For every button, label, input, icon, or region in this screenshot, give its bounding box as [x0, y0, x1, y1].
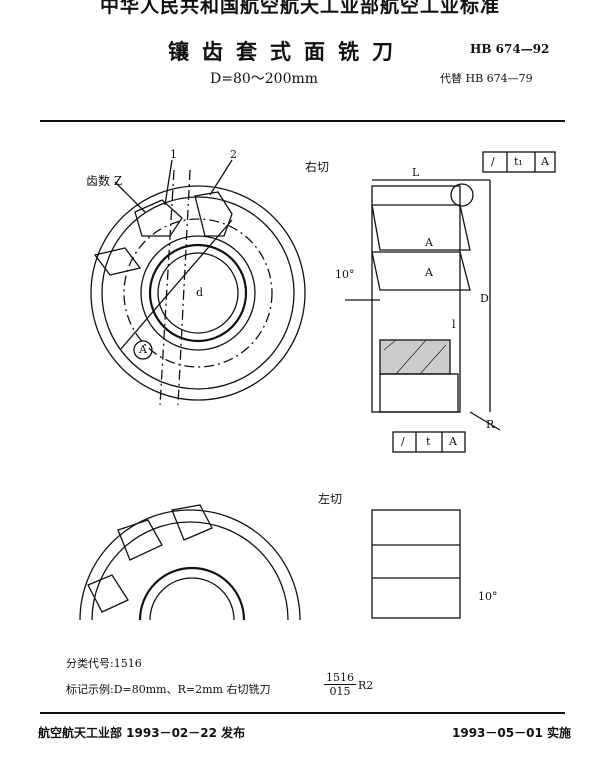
document-title: 镶齿套式面铣刀: [168, 40, 406, 64]
tol-bottom-sym: /: [401, 435, 405, 448]
standard-number: HB 674—92: [470, 42, 550, 56]
tolerance-frame-top: [482, 151, 556, 173]
bore-outer-circle: [148, 243, 248, 343]
replaces-standard: 代替 HB 674—79: [440, 72, 533, 85]
effective-date: 1993－05－01 实施: [452, 726, 571, 740]
callout-2: 2: [230, 148, 237, 161]
lower-section-outline: [371, 509, 461, 619]
tolerance-frame-bottom: [392, 431, 466, 453]
marking-fraction: 1516 015: [324, 671, 356, 698]
radius-label: R: [486, 418, 495, 431]
marking-example: 标记示例:D=80mm、R=2mm 右切铣刀: [66, 683, 271, 696]
leader-1: [164, 159, 173, 206]
marking-numerator: 1516: [324, 671, 356, 685]
lower-tooth-3: [87, 574, 129, 613]
section-outline: [371, 185, 461, 413]
header-divider: [40, 120, 565, 122]
marking-suffix: R2: [358, 679, 374, 692]
lower-bore-arc: [138, 566, 246, 621]
angle-bottom: 10°: [478, 590, 498, 603]
lower-outer-arc: [79, 509, 301, 621]
section-A-lower: A: [425, 266, 433, 279]
dim-l: l: [452, 318, 456, 331]
hub-circle: [140, 235, 256, 351]
tol-top-datum: A: [541, 155, 549, 168]
callout-1: 1: [170, 148, 177, 161]
lower-body-arc: [91, 521, 289, 621]
tooth-1: [134, 199, 183, 237]
detail-A-circle: [133, 340, 153, 360]
tooth-section-lower: [379, 373, 459, 413]
left-hand-label: 左切: [318, 492, 343, 506]
tooth-2: [194, 191, 233, 237]
leader-2: [209, 159, 233, 196]
lower-tooth-2: [171, 504, 213, 541]
diameter-range: D=80～200mm: [210, 71, 319, 87]
tol-bottom-value: t: [426, 435, 431, 448]
classification-code: 分类代号:1516: [66, 657, 142, 670]
tol-top-sym: /: [491, 155, 495, 168]
bore-circle: [157, 252, 239, 334]
leader-teeth: [114, 181, 146, 213]
tooth-3: [93, 247, 142, 276]
tol-top-value: t₁: [514, 155, 523, 168]
cutter-outer-circle: [90, 185, 306, 401]
cutter-body-circle: [101, 196, 295, 390]
issuing-authority-banner: 中华人民共和国航空航天工业部航空工业标准: [100, 0, 501, 17]
detail-A-label: A: [139, 343, 147, 356]
tooth-pitch-circle: [123, 218, 273, 368]
detail-circle-top: [450, 183, 474, 207]
tol-bottom-datum: A: [449, 435, 457, 448]
marking-denominator: 015: [329, 685, 351, 698]
dim-L: L: [412, 166, 420, 179]
teeth-count-label: 齿数 Z: [86, 174, 123, 188]
lower-tooth-1: [117, 519, 163, 561]
tooth-section-mid: [371, 251, 471, 291]
issue-date: 航空航天工业部 1993－02－22 发布: [38, 726, 246, 740]
section-A-upper: A: [425, 236, 433, 249]
hatched-hub: [379, 339, 451, 375]
right-hand-label: 右切: [305, 160, 330, 174]
footer-divider: [40, 712, 565, 714]
radius-leader: [469, 411, 501, 431]
angle-top: 10°: [335, 268, 355, 281]
tooth-section-upper: [371, 204, 471, 251]
dim-d: d: [196, 286, 204, 299]
lower-bore-inner-arc: [149, 577, 235, 621]
diameter-line: [119, 219, 233, 351]
dim-D: D: [480, 292, 489, 305]
section-line-2: [177, 169, 191, 406]
